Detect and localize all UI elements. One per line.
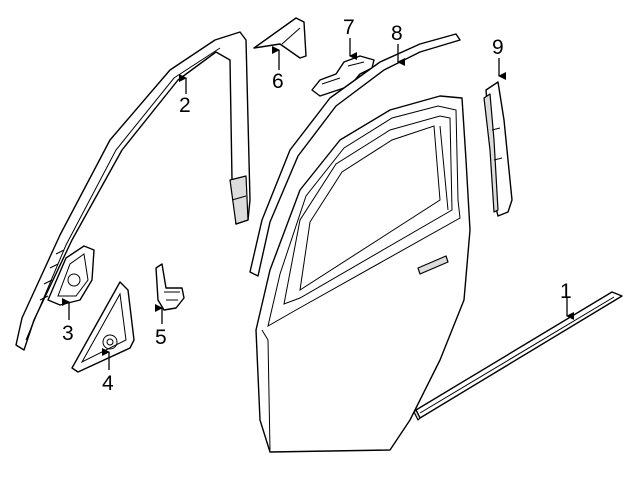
callout-5: 5 <box>155 326 167 349</box>
part-9-b-pillar-trim <box>483 81 513 217</box>
callout-8: 8 <box>391 22 403 45</box>
callout-6: 6 <box>272 70 284 93</box>
part-1-door-moulding <box>413 291 623 421</box>
callout-7: 7 <box>343 16 355 39</box>
door-shell <box>255 95 471 453</box>
callout-3: 3 <box>62 322 74 345</box>
part-6-wedge-trim <box>253 17 307 59</box>
callout-1: 1 <box>560 280 572 303</box>
part-8-weatherstrip <box>249 33 461 277</box>
part-2-a-pillar-moulding <box>15 31 251 351</box>
callout-9: 9 <box>492 36 504 59</box>
part-7-bracket <box>311 55 375 97</box>
callout-2: 2 <box>179 94 191 117</box>
callout-4: 4 <box>102 372 114 395</box>
part-5-bracket <box>155 263 185 311</box>
